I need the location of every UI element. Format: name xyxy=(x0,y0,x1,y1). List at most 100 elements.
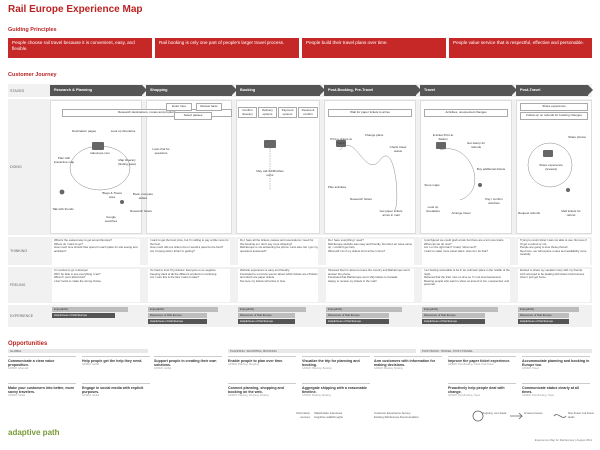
feeling-item: Stressed that I'm about to leave the cou… xyxy=(328,269,410,276)
node-hotels: Research hotels xyxy=(130,209,152,213)
opportunity-card: Enable people to plan over time.GP4020: … xyxy=(228,356,296,367)
feeling-item: Am I sure this is the fare I want to tak… xyxy=(150,275,200,279)
principle-1: People choose rail travel because it is … xyxy=(8,38,152,58)
opportunity-card: Support people in creating their own sol… xyxy=(154,356,222,371)
feeling-col: Website experience is easy and friendly.… xyxy=(238,269,318,302)
node-print-etickets: Print e-tickets at home xyxy=(330,137,352,145)
adaptive-path-logo: adaptive path xyxy=(8,428,60,437)
node-request-refunds: Request refunds xyxy=(518,211,541,215)
experience-bar: Relevance of Rail Europe xyxy=(238,313,295,318)
opportunity-tag: GP4020: Post-Booking, Travel xyxy=(448,394,481,397)
legend-key-2: Linear process xyxy=(524,411,543,415)
opportunity-card: Connect planning, shopping and booking o… xyxy=(228,383,296,398)
thinking-item: Where do I want to go? xyxy=(54,241,83,246)
legend-source: Customer Experience Survey xyxy=(374,411,411,415)
research-top-chip: Research destinations, routes and produc… xyxy=(62,109,232,117)
node-map-itinerary: Map itinerary (finding pass) xyxy=(117,158,136,166)
principle-2: Rail booking is only one part of people'… xyxy=(155,38,299,58)
stage-shopping: Shopping xyxy=(146,85,237,96)
opportunity-card: Improve the paper ticket experience.GP40… xyxy=(448,356,516,367)
feeling-item: Excited to share my vacation story with … xyxy=(520,269,583,272)
thinking-col: Trying to return ticket I was not able t… xyxy=(518,239,590,265)
legend-source: Existing Rail Europe Documentation xyxy=(374,414,419,419)
node-timetables: Look up timetables xyxy=(426,205,440,213)
shop-review-fares: Review fares xyxy=(196,103,222,111)
experience-bar: Helpfulness of Rail Europe xyxy=(52,313,115,318)
experience-bar: Helpfulness of Rail Europe xyxy=(238,319,295,324)
node-share-photos: Share photos xyxy=(568,135,586,139)
experience-bar: Enjoyability xyxy=(52,307,128,312)
thinking-item: How much time should I/we spend in each … xyxy=(54,245,138,253)
experience-bar: Enjoyability xyxy=(518,307,579,312)
experience-bar: Helpfulness of Rail Europe xyxy=(148,319,207,324)
feeling-item: Not sure my tickets will arrive in time. xyxy=(240,278,287,283)
opportunity-title: Make your customers into better, more sa… xyxy=(8,386,75,394)
opportunity-card: Help people get the help they need.GP402… xyxy=(82,356,150,367)
experience-bar: Relevance of Rail Europe xyxy=(422,313,485,318)
feeling-item: Happy to receive my tickets in the mail! xyxy=(328,278,377,283)
opportunity-tag: GP4020: Planning, Booking xyxy=(302,367,332,370)
experience-bar: Enjoyability xyxy=(238,307,306,312)
opportunity-card: Communicate status clearly at all times.… xyxy=(522,383,590,398)
node-blogs: Blogs & Travel sites xyxy=(102,191,122,199)
node-check-status: Check travel status xyxy=(389,145,407,153)
node-eticket-station: E-ticket Print at Station xyxy=(432,133,454,141)
node-airfare: Book, compare airfare xyxy=(132,192,154,200)
posttravel-refunds: Follow up on refunds for booking changes xyxy=(520,112,588,120)
posttravel-share: Share experience xyxy=(520,103,588,111)
experience-bar: Helpfulness of Rail Europe xyxy=(326,319,389,324)
opp-band-post: POST-BOOK, TRAVEL, POST-TRAVEL xyxy=(420,349,592,353)
node-paper-tickets: Get paper tickets arrive in mail xyxy=(379,209,403,217)
legend-keys xyxy=(472,410,567,422)
opportunity-tag: GP4020: Global xyxy=(154,367,172,370)
thinking-col: Do I have all the tickets, passes and re… xyxy=(238,239,318,265)
feeling-item: It's hard to trust Trip Advisor. Everyon… xyxy=(150,269,217,272)
opportunity-title: Aggregate shipping with a reasonable tim… xyxy=(302,386,367,394)
thinking-item: Rail Europe website was easy and friendl… xyxy=(328,241,413,249)
node-destination-pages: Destination pages xyxy=(71,129,97,133)
stage-booking: Booking xyxy=(236,85,325,96)
node-pay-activities: Pay / confirm activities xyxy=(485,197,503,205)
opportunity-tag: GP4020: Booking, Booking xyxy=(374,367,403,370)
book-confirm: Confirm itinerary xyxy=(238,107,257,119)
book-payment: Payment options xyxy=(278,107,297,119)
shop-enter-trips: Enter trips xyxy=(166,103,192,111)
row-label-stages: STAGES xyxy=(10,88,25,93)
legend-info-label: Information sources xyxy=(296,411,310,419)
opportunity-tag: GP4020: Planning, Shopping, Booking xyxy=(228,394,269,397)
row-label-doing: DOING xyxy=(10,165,22,169)
opportunity-tag: GP4020: Global xyxy=(8,394,26,397)
doing-booking xyxy=(236,100,320,234)
legend-sources-1: Stakeholder interviews Cognitive walkthr… xyxy=(314,411,370,419)
opportunity-title: Enable people to plan over time. xyxy=(228,359,284,363)
node-store-maps: Store maps xyxy=(424,183,440,187)
shop-select-passes: Select passes xyxy=(174,112,212,120)
opportunity-tag: GP4020: Travel xyxy=(522,367,539,370)
feeling-item: I am feeling vulnerable to be in an unkn… xyxy=(424,269,510,276)
opp-band-global: GLOBAL xyxy=(8,349,148,353)
thinking-item: How much will one ticket cost or would a… xyxy=(150,245,224,249)
thinking-item: I want to make more travel plans. How do… xyxy=(424,248,488,253)
node-live-chat: Look chat for questions xyxy=(152,147,170,155)
book-delivery: Delivery options xyxy=(258,107,277,119)
node-stamp-refunds: Get stamp for refunds xyxy=(466,141,486,149)
doing-post-booking xyxy=(324,100,416,234)
opportunity-tag: GP4020: Post-Booking, Travel xyxy=(522,394,555,397)
thinking-item: Next time, we will explore routes and av… xyxy=(520,248,587,256)
node-raileurope: raileurope.com xyxy=(90,151,110,155)
doing-research xyxy=(50,100,142,234)
row-label-experience: EXPERIENCE xyxy=(10,314,34,318)
opportunity-title: Help people get the help they need. xyxy=(82,359,143,363)
thinking-item: Do I have all the tickets, passes and re… xyxy=(240,239,314,246)
experience-bar: Relevance of Rail Europe xyxy=(326,313,389,318)
principle-4: People value service that is respectful,… xyxy=(449,38,592,58)
experience-bar: Enjoyability xyxy=(148,307,218,312)
thinking-col: What is the easiest way to get around Eu… xyxy=(52,239,140,265)
experience-bar: Relevance of Rail Europe xyxy=(518,313,569,318)
opportunity-title: Communicate status clearly at all times. xyxy=(522,386,579,394)
thinking-item: What will I do if my tickets don't arriv… xyxy=(328,248,386,253)
thinking-col: Do I have everything I need?Rail Europe … xyxy=(326,239,414,265)
post-top-chip: Wait for paper tickets to arrive xyxy=(328,109,412,117)
feeling-item: Frustrated that Rail Europe won't ship t… xyxy=(328,275,398,279)
opportunities-heading: Opportunities xyxy=(8,341,48,347)
